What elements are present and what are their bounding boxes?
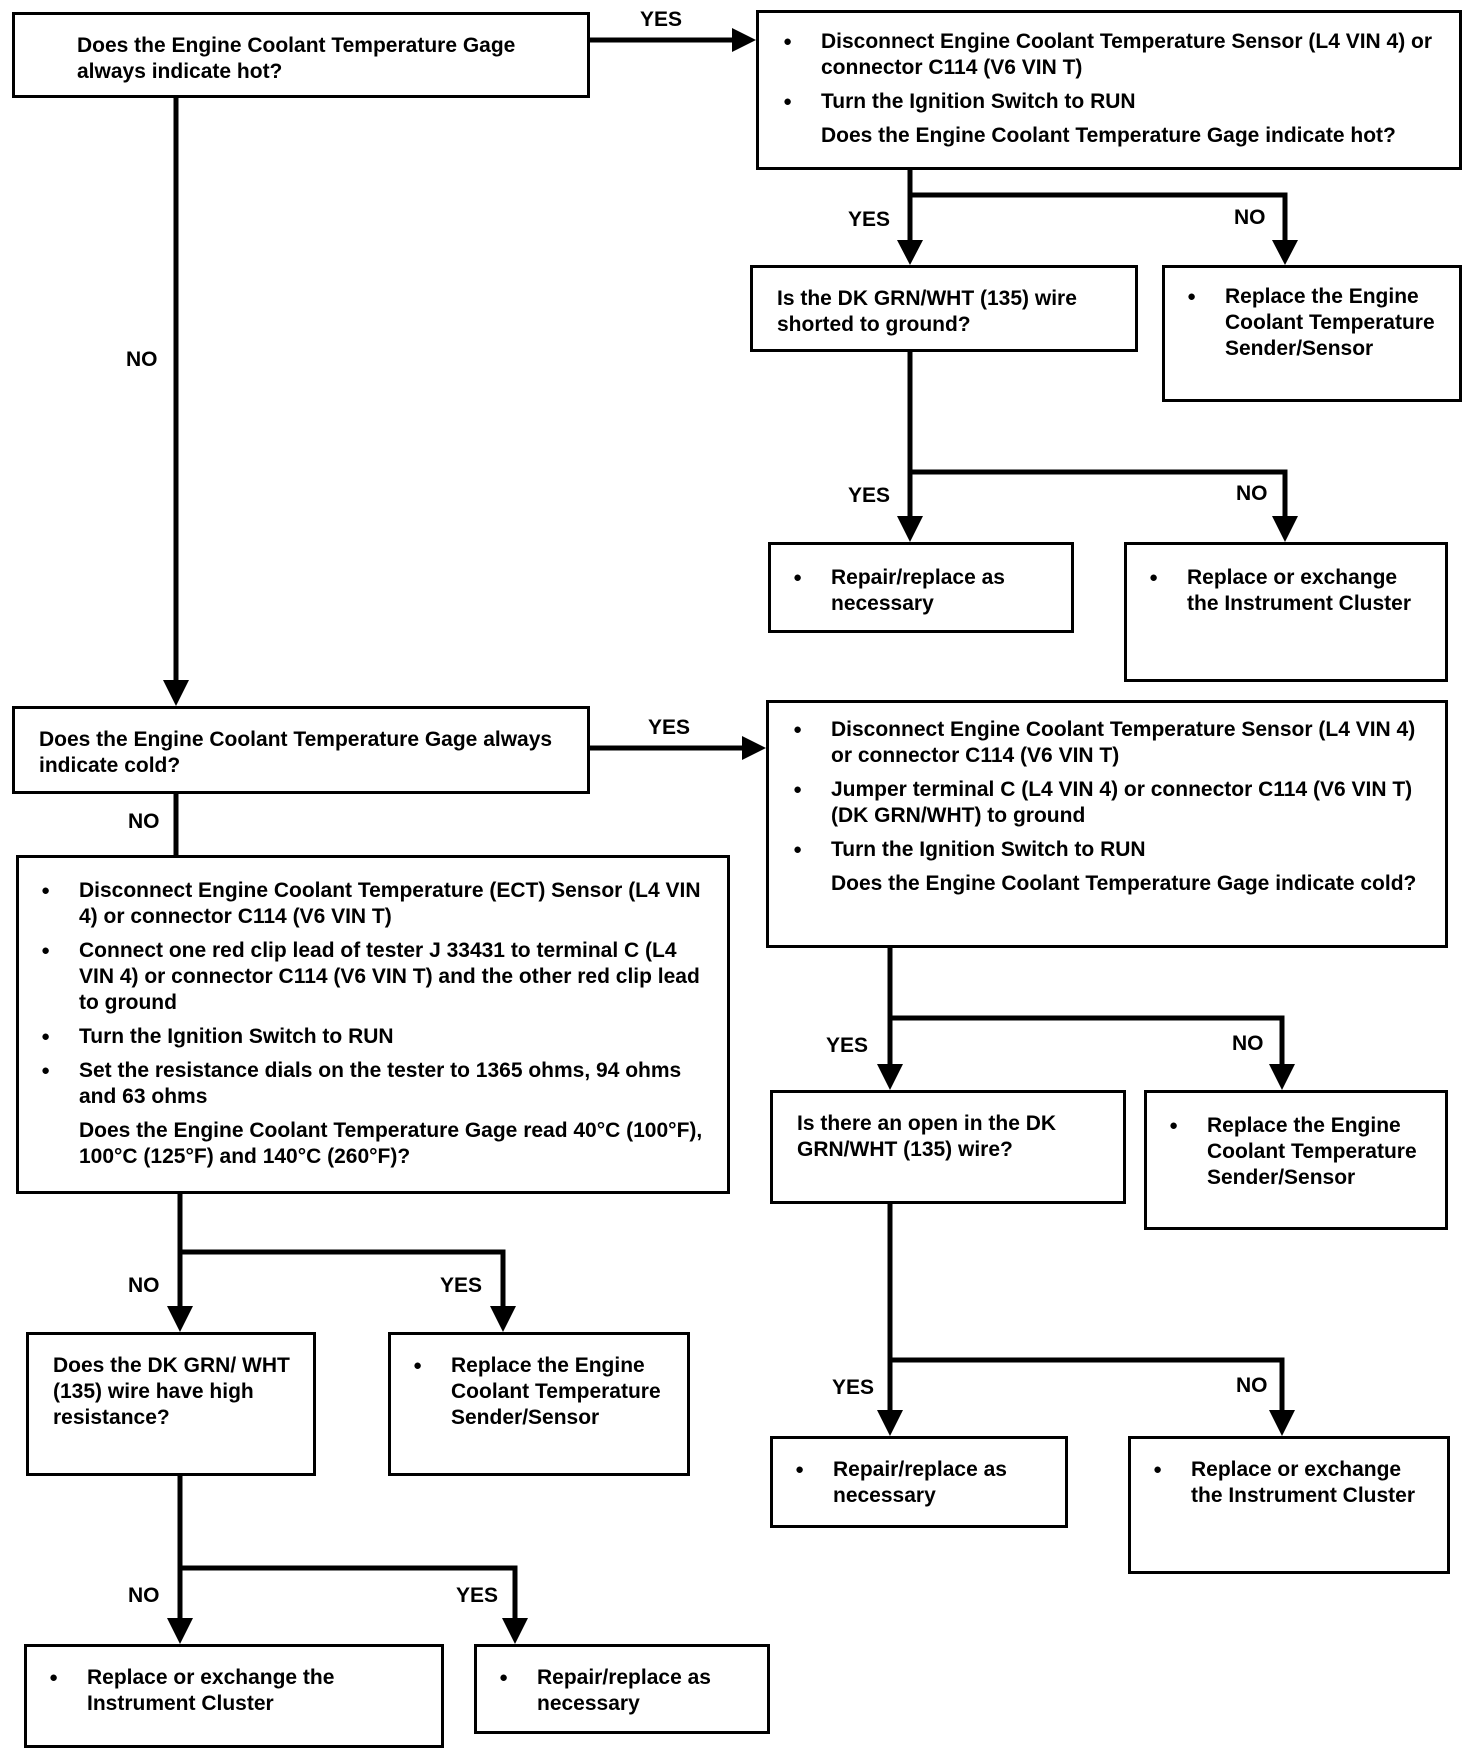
action-text: Replace the Engine Coolant Temperature S… [1177,284,1445,362]
question-text: Is there an open in the DK GRN/WHT (135)… [797,1112,1057,1161]
step-list: Disconnect Engine Coolant Temperature Se… [783,717,1433,863]
question-high-resistance: Does the DK GRN/ WHT (135) wire have hig… [26,1332,316,1476]
step-item: Jumper terminal C (L4 VIN 4) or connecto… [783,777,1433,829]
edge-label-no: NO [126,348,158,371]
arrowhead [502,1618,528,1644]
step-item: Disconnect Engine Coolant Temperature (E… [31,878,713,930]
action-text: Replace or exchange the Instrument Clust… [1139,565,1431,617]
action-replace-sender-3: Replace the Engine Coolant Temperature S… [388,1332,690,1476]
edge-label-yes: YES [648,716,691,739]
arrowhead [167,1306,193,1332]
arrowhead [877,1064,903,1090]
cold-test-steps: Disconnect Engine Coolant Temperature Se… [766,700,1448,948]
step-item: Disconnect Engine Coolant Temperature Se… [773,29,1447,81]
edge-label-no: NO [1236,482,1268,505]
action-replace-cluster-1: Replace or exchange the Instrument Clust… [1124,542,1448,682]
step-list: Disconnect Engine Coolant Temperature Se… [773,29,1447,115]
action-text: Repair/replace as necessary [489,1665,753,1717]
arrowhead [490,1306,516,1332]
question-text: Does the DK GRN/ WHT (135) wire have hig… [53,1354,290,1429]
step-question: Does the Engine Coolant Temperature Gage… [79,1119,703,1168]
connector-cold-steps [887,948,1285,1064]
edge-label-yes: YES [826,1034,869,1057]
edge-label-yes: YES [832,1376,875,1399]
step-question: Does the Engine Coolant Temperature Gage… [821,124,1396,147]
edge-label-no: NO [128,810,160,833]
hot-test-steps: Disconnect Engine Coolant Temperature Se… [756,10,1462,170]
edge-label-no: NO [1236,1374,1268,1397]
step-item: Turn the Ignition Switch to RUN [773,89,1447,115]
edge-label-yes: YES [848,484,891,507]
step-item: Connect one red clip lead of tester J 33… [31,938,713,1016]
arrowhead [1272,516,1298,542]
action-text: Replace or exchange the Instrument Clust… [39,1665,427,1717]
edge-label-yes: YES [640,8,683,31]
question-text: Does the Engine Coolant Temperature Gage… [77,34,516,83]
edge-label-no: NO [128,1584,160,1607]
edge-label-no: NO [128,1274,160,1297]
action-repair-1: Repair/replace as necessary [768,542,1074,633]
step-item: Set the resistance dials on the tester t… [31,1058,713,1110]
step-question: Does the Engine Coolant Temperature Gage… [831,872,1417,895]
action-replace-sender-2: Replace the Engine Coolant Temperature S… [1144,1090,1448,1230]
question-text: Is the DK GRN/WHT (135) wire shorted to … [777,287,1077,336]
action-repair-3: Repair/replace as necessary [474,1644,770,1734]
arrowhead [732,28,756,52]
question-always-cold: Does the Engine Coolant Temperature Gage… [12,706,590,794]
arrowhead [877,1410,903,1436]
edge-label-no: NO [1232,1032,1264,1055]
connector-open [887,1204,1285,1410]
connector-tester [177,1194,506,1306]
action-text: Repair/replace as necessary [783,565,1057,617]
step-item: Disconnect Engine Coolant Temperature Se… [783,717,1433,769]
arrowhead [167,1618,193,1644]
arrowhead [1272,240,1298,265]
tester-steps: Disconnect Engine Coolant Temperature (E… [16,855,730,1194]
arrowhead [163,680,189,706]
action-replace-cluster-3: Replace or exchange the Instrument Clust… [24,1644,444,1748]
arrowhead [1269,1064,1295,1090]
action-text: Replace the Engine Coolant Temperature S… [1159,1113,1431,1191]
edge-label-yes: YES [440,1274,483,1297]
question-open-wire: Is there an open in the DK GRN/WHT (135)… [770,1090,1126,1204]
action-text: Replace or exchange the Instrument Clust… [1143,1457,1433,1509]
arrowhead [742,736,766,760]
connector-shorted [907,352,1288,516]
arrowhead [897,240,923,265]
edge-label-yes: YES [456,1584,499,1607]
arrowhead [897,516,923,542]
connector-resistance [177,1476,518,1618]
action-replace-cluster-2: Replace or exchange the Instrument Clust… [1128,1436,1450,1574]
question-shorted-to-ground: Is the DK GRN/WHT (135) wire shorted to … [750,265,1138,352]
connector-hot-steps [907,170,1288,240]
step-item: Turn the Ignition Switch to RUN [31,1024,713,1050]
step-item: Turn the Ignition Switch to RUN [783,837,1433,863]
action-repair-2: Repair/replace as necessary [770,1436,1068,1528]
arrowhead [1269,1410,1295,1436]
step-list: Disconnect Engine Coolant Temperature (E… [31,878,713,1110]
action-text: Repair/replace as necessary [785,1457,1051,1509]
edge-label-yes: YES [848,208,891,231]
action-replace-sender-1: Replace the Engine Coolant Temperature S… [1162,265,1462,402]
edge-label-no: NO [1234,206,1266,229]
question-always-hot: Does the Engine Coolant Temperature Gage… [12,12,590,98]
question-text: Does the Engine Coolant Temperature Gage… [39,728,553,777]
action-text: Replace the Engine Coolant Temperature S… [403,1353,673,1431]
